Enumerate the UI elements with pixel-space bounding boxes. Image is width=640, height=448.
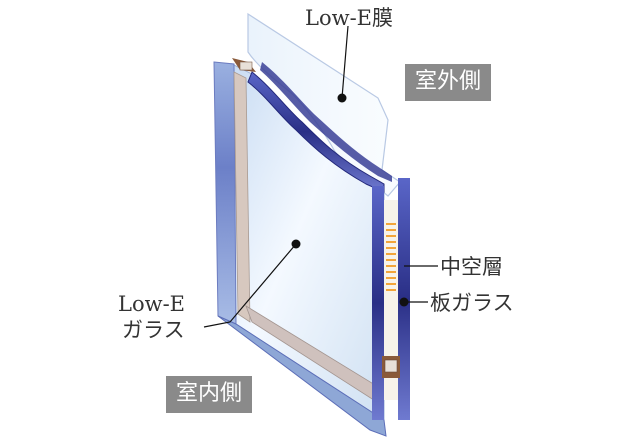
left-frame-edge — [213, 61, 237, 327]
indoor-side-tag: 室内側 — [166, 376, 253, 413]
leader-dots — [291, 93, 409, 307]
outer-glass-edge — [260, 62, 392, 182]
spacer-bars — [386, 223, 396, 291]
low-e-glass-label-line2: ガラス — [122, 318, 185, 342]
bottom-spacer — [382, 356, 400, 378]
inner-frame-left — [233, 71, 251, 323]
top-spacer — [232, 58, 256, 72]
section-air-space — [384, 200, 398, 400]
low-e-film-label: Low-E膜 — [305, 6, 393, 30]
leader-lines — [203, 25, 438, 328]
sheet-glass-label: 板ガラス — [430, 291, 514, 315]
bottom-frame — [217, 315, 387, 437]
section-inner-glass — [372, 186, 384, 420]
low-e-glass-label-line1: Low-E — [118, 292, 185, 316]
air-space-label: 中空層 — [440, 255, 503, 279]
outdoor-side-tag: 室外側 — [405, 64, 492, 101]
